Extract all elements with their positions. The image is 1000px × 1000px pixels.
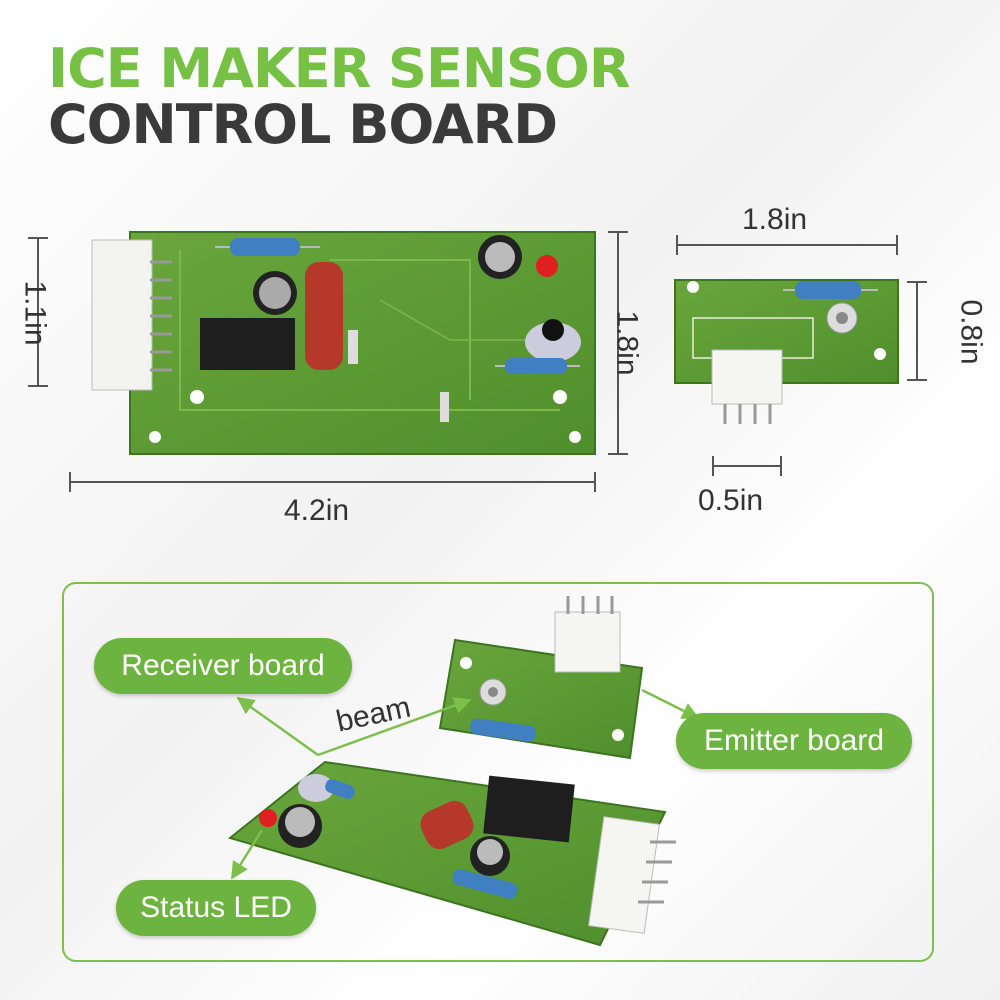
emitter-board-image [674,279,899,424]
dim-emitter-width: 1.8in [742,203,808,236]
receiver-board-angled-image [227,760,676,947]
dim-receiver-height: 1.8in [610,310,644,376]
receiver-board-image [91,231,596,455]
dim-emitter-height: 0.8in [954,299,988,365]
emitter-board-label: Emitter board [676,713,912,769]
page-title-line2: CONTROL BOARD [48,93,558,156]
callout-arrows [230,688,700,880]
dim-receiver-connector: 1.1in [18,280,52,346]
diagram-panel [62,582,934,962]
dimension-lines [28,231,927,492]
receiver-board-label: Receiver board [94,638,352,694]
dim-emitter-connector: 0.5in [698,484,764,517]
emitter-board-angled-image [438,596,644,760]
dim-receiver-width: 4.2in [284,494,350,527]
page-title-line1: ICE MAKER SENSOR [48,37,630,100]
status-led-label: Status LED [116,880,316,936]
